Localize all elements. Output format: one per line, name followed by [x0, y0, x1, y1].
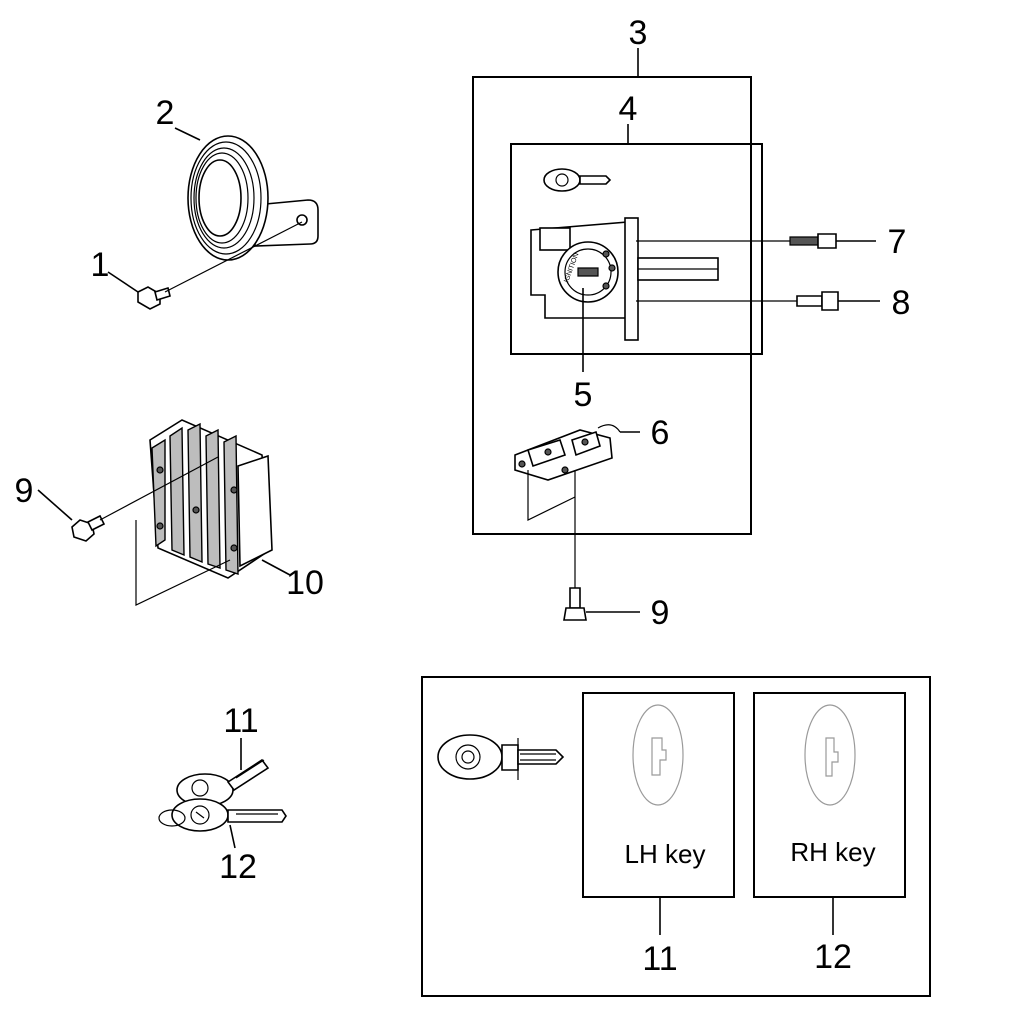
callout-10: 10	[286, 564, 324, 602]
callout-12: 12	[219, 848, 257, 886]
detail-key	[437, 734, 565, 780]
callout-1: 1	[91, 246, 110, 284]
ignition-switch: IGNITION	[530, 217, 719, 341]
callout-5: 5	[574, 376, 593, 414]
callout-9-left: 9	[15, 472, 34, 510]
ignition-assy-frame	[510, 143, 763, 355]
screw	[789, 233, 837, 249]
callout-2: 2	[156, 94, 175, 132]
assy-key	[543, 168, 612, 192]
horn	[187, 135, 319, 261]
callout-6: 6	[651, 414, 670, 452]
horn-bolt	[137, 286, 171, 310]
key-pair	[158, 758, 287, 832]
callout-11: 11	[223, 702, 258, 740]
callout-3: 3	[629, 14, 648, 52]
rh-key-panel	[753, 692, 906, 898]
callout-7: 7	[888, 223, 907, 261]
key-detail-frame	[421, 676, 931, 997]
callout-12-panel: 12	[814, 938, 852, 976]
bolt	[796, 291, 839, 311]
callout-11-panel: 11	[642, 940, 677, 978]
switch-bracket	[514, 424, 621, 481]
rectifier-bolt	[71, 514, 106, 542]
rh-key-profile-icon	[804, 704, 856, 806]
lock-set-frame	[472, 76, 752, 535]
callout-4: 4	[619, 90, 638, 128]
bracket-bolt	[563, 587, 587, 621]
lh-key-panel	[582, 692, 735, 898]
lh-key-profile-icon	[632, 704, 684, 806]
callout-8: 8	[892, 284, 911, 322]
rectifier	[149, 419, 273, 579]
callout-9-right: 9	[651, 594, 670, 632]
lh-key-label: LH key	[625, 839, 706, 869]
rh-key-label: RH key	[790, 837, 875, 867]
